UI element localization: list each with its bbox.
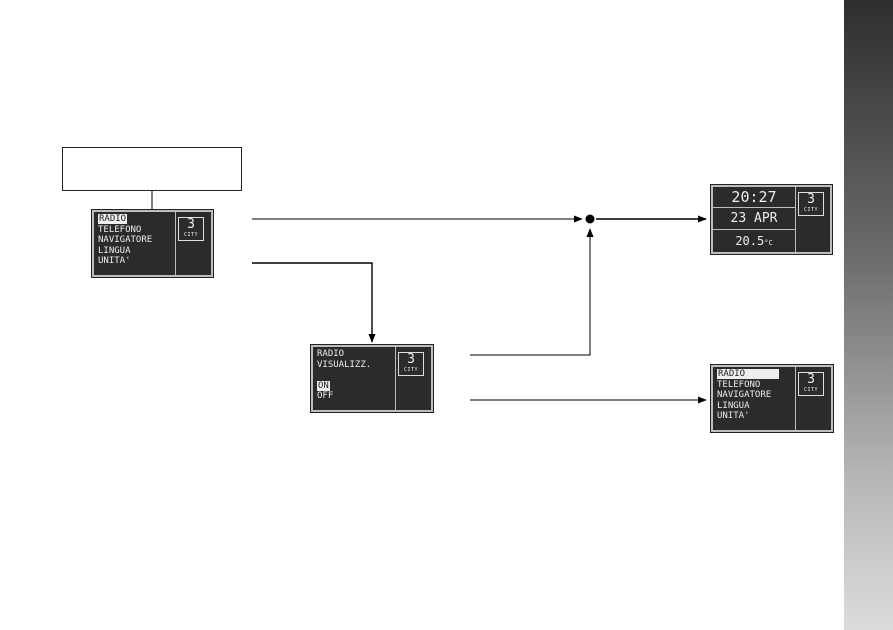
- menu-item-unita: UNITA': [717, 411, 750, 422]
- city-badge: 3 CITY: [178, 217, 204, 241]
- badge-number: 3: [407, 352, 415, 367]
- result-menu-display: RADIO TELEFONO NAVIGATORE LINGUA UNITA' …: [710, 364, 834, 433]
- menu-list: RADIO TELEFONO NAVIGATORE LINGUA UNITA': [717, 369, 780, 422]
- display-divider: [795, 187, 796, 252]
- option-on: ON: [317, 380, 330, 391]
- badge-label: CITY: [803, 207, 819, 213]
- arrow-menu-to-radio: [252, 262, 376, 343]
- menu-display: RADIO TELEFONO NAVIGATORE LINGUA UNITA' …: [91, 209, 214, 278]
- badge-label: CITY: [403, 367, 419, 373]
- temperature-unit: °C: [764, 239, 773, 247]
- radio-title: RADIO: [317, 349, 345, 359]
- menu-item-navigatore: NAVIGATORE: [717, 390, 772, 401]
- clock-display: 20:27 23 APR 20.5°C 3 CITY: [710, 184, 833, 255]
- radio-menu: RADIO VISUALIZZ. ON OFF: [317, 349, 371, 402]
- option-off: OFF: [317, 391, 334, 402]
- city-badge: 3 CITY: [798, 372, 824, 396]
- spacer: [317, 370, 371, 381]
- menu-item-navigatore: NAVIGATORE: [98, 235, 153, 246]
- arrow-radio-on-to-junction: [470, 228, 594, 356]
- temp-cell: 20.5°C: [713, 230, 795, 252]
- menu-item-radio: RADIO: [717, 369, 780, 380]
- junction-dot: [585, 214, 595, 224]
- time-cell: 20:27: [713, 187, 795, 208]
- display-divider: [795, 367, 796, 430]
- badge-number: 3: [807, 192, 815, 207]
- badge-number: 3: [807, 372, 815, 387]
- badge-number: 3: [187, 217, 195, 232]
- radio-subtitle: VISUALIZZ.: [317, 359, 372, 370]
- menu-item-lingua: LINGUA: [98, 245, 131, 256]
- radio-display: RADIO VISUALIZZ. ON OFF 3 CITY: [310, 344, 434, 413]
- menu-list: RADIO TELEFONO NAVIGATORE LINGUA UNITA': [98, 214, 152, 267]
- menu-item-telefono: TELEFONO: [98, 224, 142, 235]
- page-edge-tab: [844, 0, 893, 630]
- clock-time: 20:27: [731, 188, 777, 206]
- display-divider: [175, 212, 176, 275]
- menu-item-radio: RADIO: [98, 214, 128, 224]
- menu-item-telefono: TELEFONO: [717, 379, 761, 390]
- date-cell: 23 APR: [713, 208, 795, 230]
- callout-box: [62, 147, 242, 191]
- city-badge: 3 CITY: [798, 192, 824, 216]
- city-badge: 3 CITY: [398, 352, 424, 376]
- clock-temperature: 20.5: [735, 234, 765, 248]
- badge-label: CITY: [183, 232, 199, 238]
- badge-label: CITY: [803, 387, 819, 393]
- menu-item-lingua: LINGUA: [717, 400, 750, 411]
- clock-date: 23 APR: [730, 211, 778, 226]
- display-divider: [395, 347, 396, 410]
- menu-item-unita: UNITA': [98, 256, 131, 267]
